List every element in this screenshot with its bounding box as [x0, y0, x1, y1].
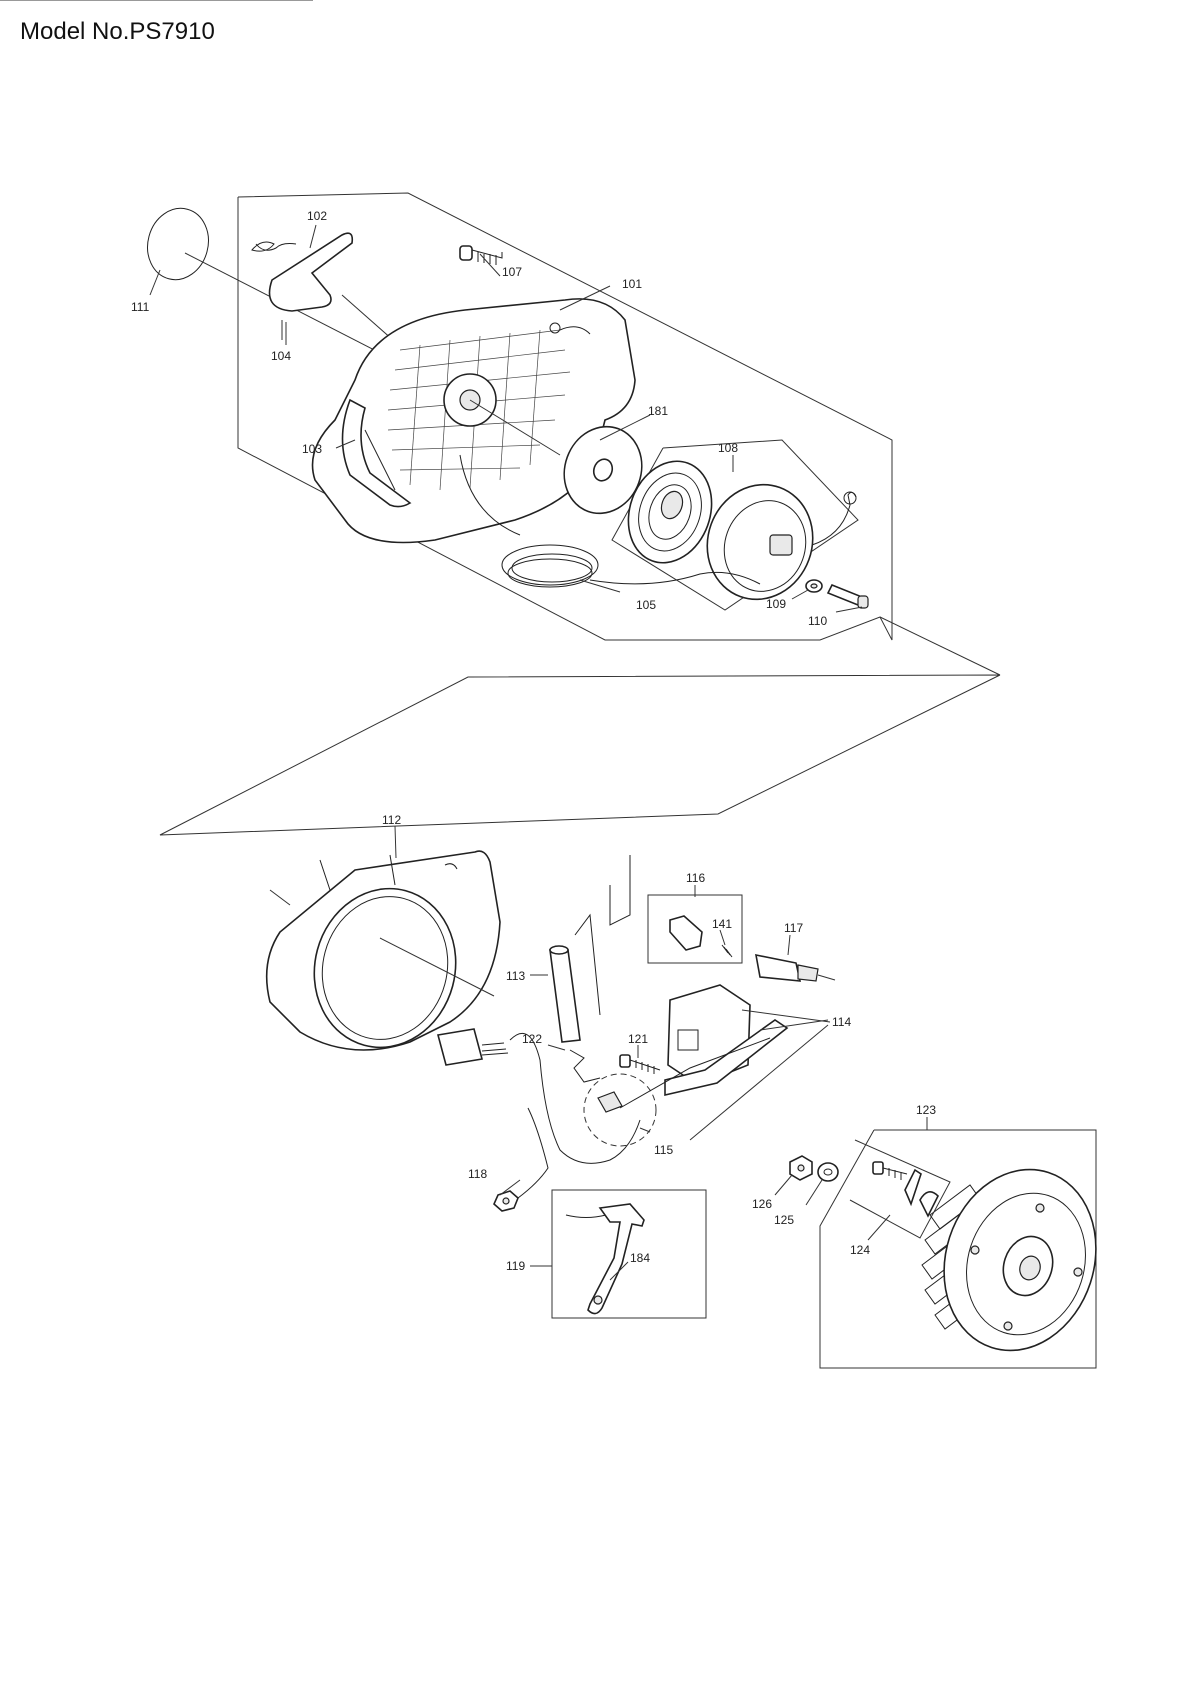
part-108-pulley-assembly — [611, 439, 859, 611]
part-113-rod — [530, 945, 581, 1043]
callout-104: 104 — [271, 349, 291, 363]
part-112-fan-housing — [265, 850, 501, 1051]
callout-110: 110 — [808, 614, 827, 628]
part-117-spark-plug — [755, 953, 836, 982]
part-switch — [437, 1028, 771, 1164]
part-114-ignition-coil — [574, 855, 831, 1141]
part-122-clip — [569, 1049, 601, 1083]
part-118-nut — [493, 1107, 549, 1212]
part-123-flywheel — [819, 1129, 1097, 1369]
part-126-nut — [789, 1155, 813, 1181]
callout-122: 122 — [522, 1032, 542, 1046]
callout-126: 126 — [752, 1197, 772, 1211]
part-119-ground-assembly — [551, 1189, 707, 1319]
callout-125: 125 — [774, 1213, 794, 1227]
callout-117: 117 — [784, 921, 803, 935]
callout-111: 111 — [131, 300, 150, 314]
callout-112: 112 — [382, 813, 401, 827]
part-111-disc — [147, 207, 391, 359]
part-124-flywheel-key — [849, 1139, 951, 1239]
callout-103: 103 — [302, 442, 322, 456]
part-116-spark-cap — [647, 894, 743, 964]
callout-108: 108 — [718, 441, 738, 455]
callout-181: 181 — [648, 404, 668, 418]
callout-115: 115 — [654, 1143, 673, 1157]
part-104-handle — [0, 0, 411, 356]
callout-184: 184 — [630, 1251, 650, 1265]
callout-107: 107 — [502, 265, 522, 279]
part-109-washer — [805, 579, 823, 593]
part-121-bolt — [619, 1054, 661, 1074]
callout-116: 116 — [686, 871, 705, 885]
callout-labels: 111 102 104 107 101 103 181 108 105 109 … — [131, 209, 936, 1273]
part-110-bolt — [826, 583, 869, 609]
part-125-washer — [817, 1162, 839, 1182]
part-181-washer — [563, 425, 643, 515]
page-title: Model No.PS7910 — [20, 18, 215, 45]
callout-105: 105 — [636, 598, 656, 612]
part-105-rope — [459, 454, 761, 588]
callout-119: 119 — [506, 1259, 525, 1273]
callout-123: 123 — [916, 1103, 936, 1117]
callout-118: 118 — [468, 1167, 487, 1181]
callout-124: 124 — [850, 1243, 870, 1257]
callout-101: 101 — [622, 277, 642, 291]
callout-121: 121 — [628, 1032, 648, 1046]
callout-113: 113 — [506, 969, 525, 983]
callout-leaders — [285, 224, 928, 1281]
callout-141: 141 — [712, 917, 732, 931]
callout-102: 102 — [307, 209, 327, 223]
callout-114: 114 — [832, 1015, 851, 1029]
callout-109: 109 — [766, 597, 786, 611]
part-101-starter-housing — [311, 298, 636, 544]
